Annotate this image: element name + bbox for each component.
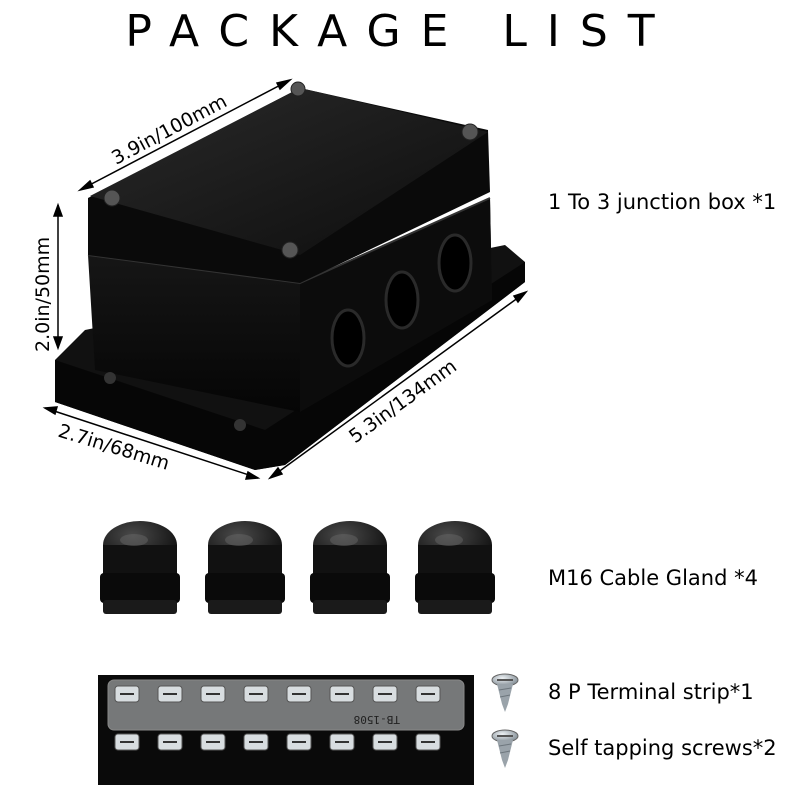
label-junction-box: 1 To 3 junction box *1: [548, 190, 777, 214]
lid-screw-icon: [290, 81, 306, 97]
lid-screw-icon: [103, 189, 121, 207]
junction-box-image: [55, 81, 525, 470]
cable-glands-image: [100, 521, 495, 614]
screw-icon: [491, 729, 519, 768]
cable-gland-icon: [415, 521, 495, 614]
cable-gland-icon: [205, 521, 285, 614]
terminal-strip-marking: TB-1508: [354, 713, 400, 726]
cable-hole: [384, 270, 420, 330]
terminal-strip-image: TB-1508: [98, 675, 474, 785]
lid-screw-icon: [281, 241, 299, 259]
page-title: PACKAGE LIST: [125, 6, 675, 57]
screw-icon: [491, 673, 519, 712]
lid-screw-icon: [461, 123, 479, 141]
dimension-height: 2.0in/50mm: [32, 236, 54, 352]
label-terminal-strip: 8 P Terminal strip*1: [548, 680, 754, 704]
label-screws: Self tapping screws*2: [548, 736, 777, 760]
dimension-lines: [42, 78, 529, 480]
cable-gland-icon: [310, 521, 390, 614]
label-cable-gland: M16 Cable Gland *4: [548, 566, 758, 590]
cable-hole: [330, 308, 366, 368]
cable-gland-icon: [100, 521, 180, 614]
cable-hole: [437, 233, 473, 293]
